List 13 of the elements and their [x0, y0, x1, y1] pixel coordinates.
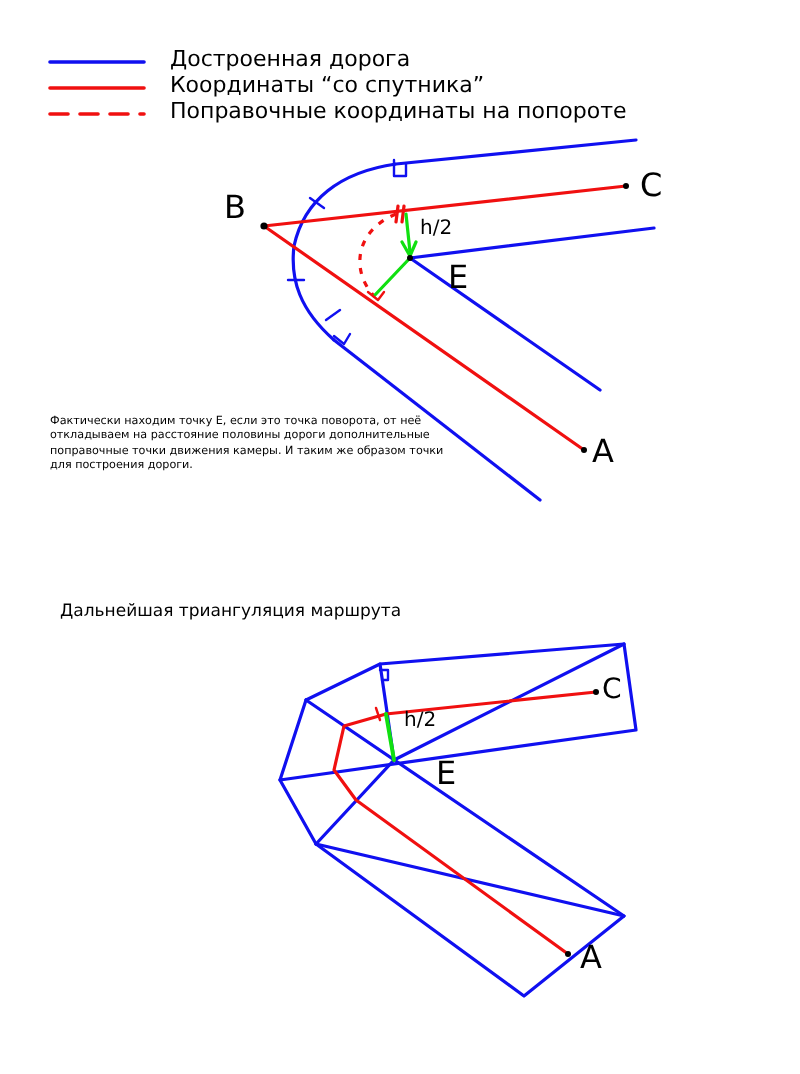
- point-label: E: [448, 262, 469, 294]
- distance-label: h/2: [420, 220, 453, 240]
- point-label: E: [436, 758, 457, 790]
- point-label: A: [592, 436, 614, 468]
- section-heading: Дальнейшая триангуляция маршрута: [60, 604, 402, 621]
- point-label: A: [580, 942, 602, 974]
- distance-label: h/2: [404, 712, 437, 732]
- point-label: C: [640, 170, 663, 202]
- legend-text: Поправочные координаты на попороте: [170, 100, 627, 122]
- legend-text: Достроенная дорога: [170, 48, 411, 70]
- legend-text: Координаты “со спутника”: [170, 74, 485, 96]
- point-label: B: [224, 192, 246, 224]
- point-label: C: [602, 676, 622, 704]
